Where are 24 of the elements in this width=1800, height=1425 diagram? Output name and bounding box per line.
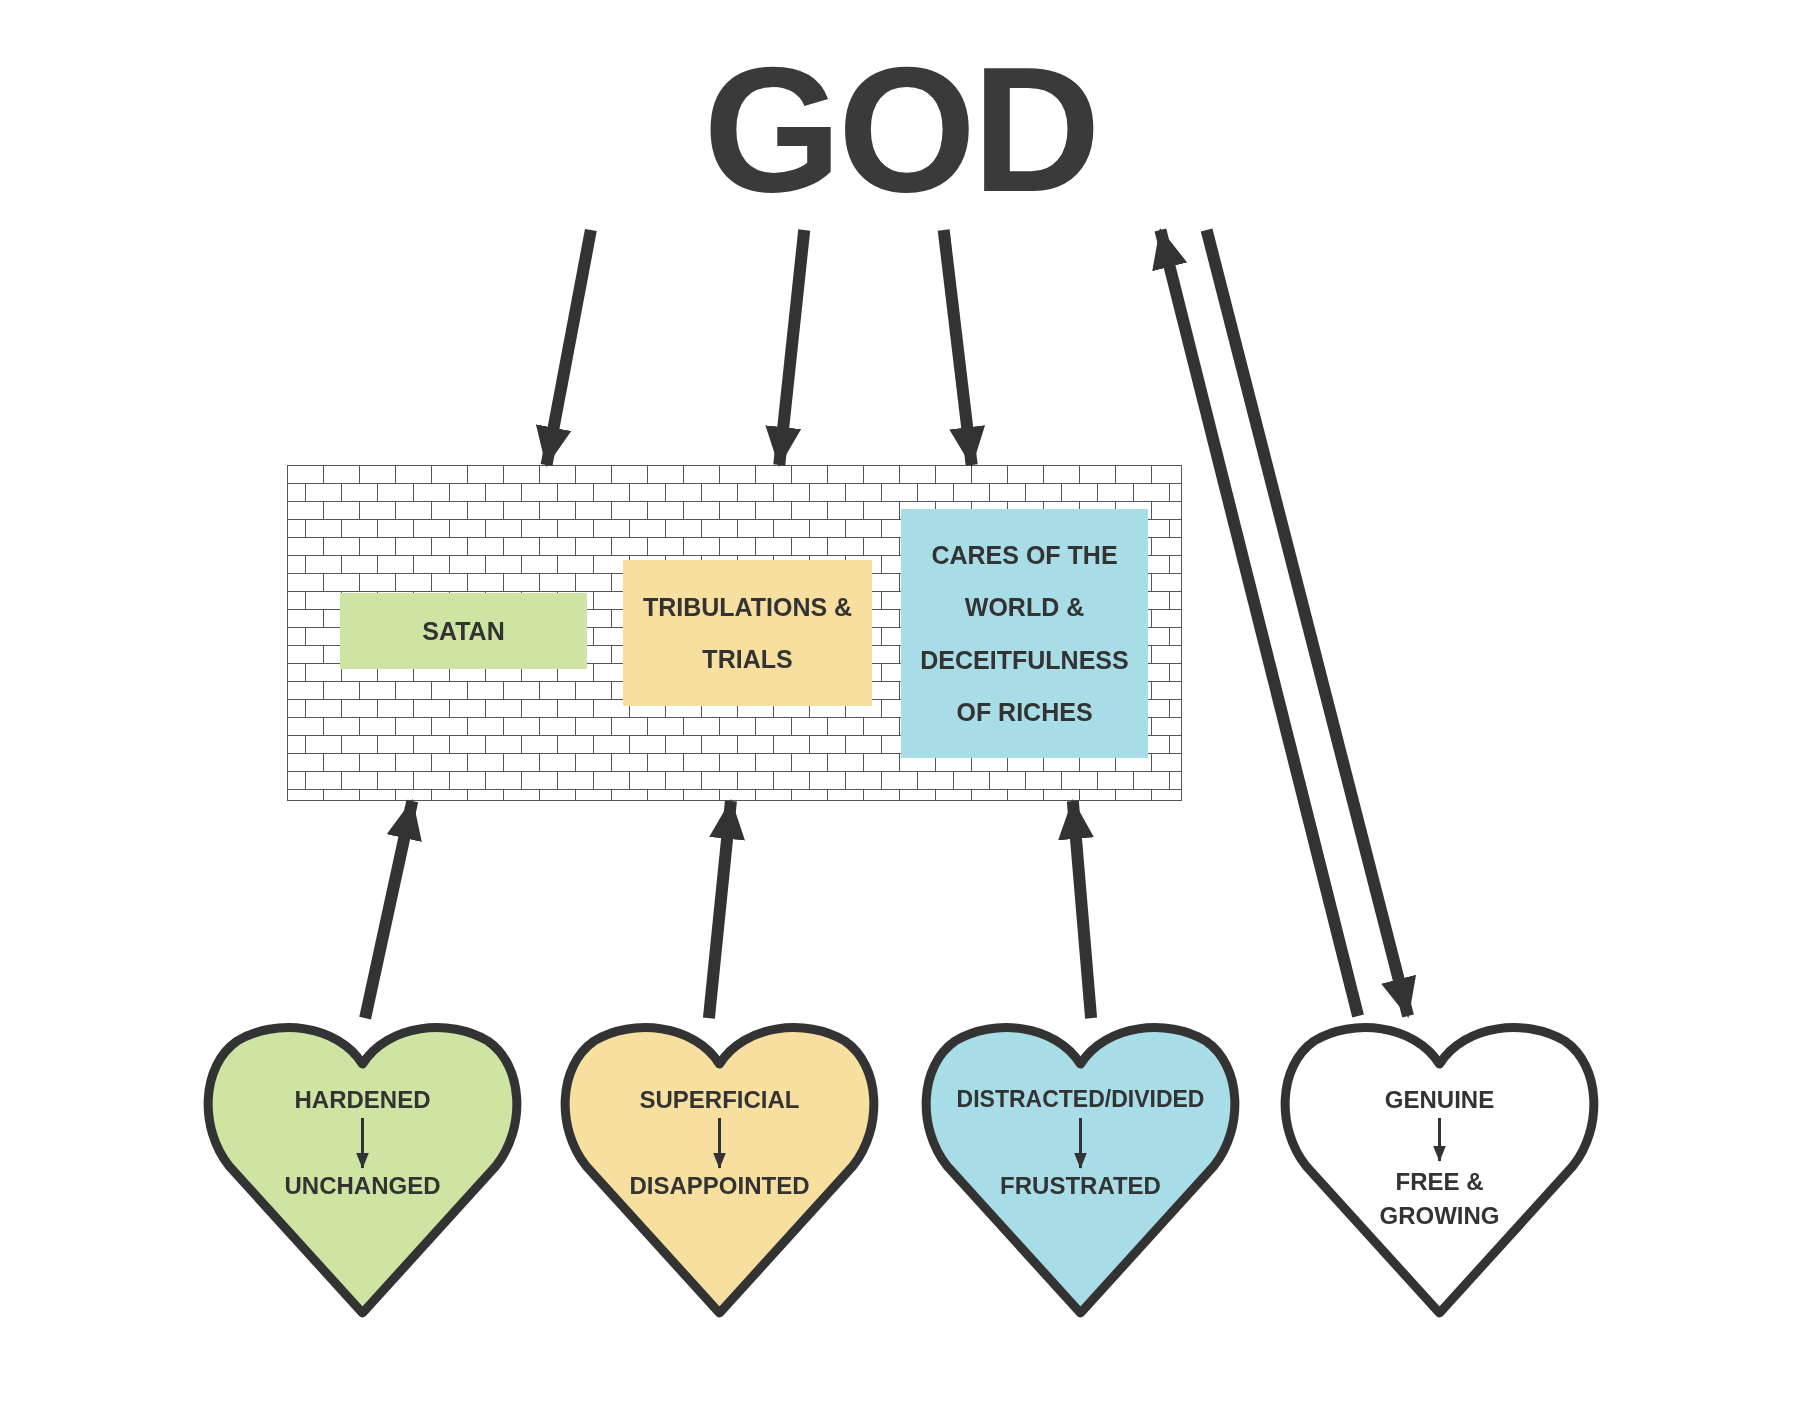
arrow <box>356 1118 369 1169</box>
title-text: GOD <box>480 30 1320 230</box>
label-box: CARES OF THE WORLD & DECEITFULNESS OF RICHES <box>901 509 1148 758</box>
arrow <box>535 228 597 467</box>
arrow <box>1058 799 1098 1019</box>
heart-text: FREE & GROWING <box>1349 1161 1530 1237</box>
arrow <box>937 229 986 467</box>
arrow <box>702 799 745 1019</box>
arrow <box>1200 228 1417 1018</box>
arrow <box>765 229 811 467</box>
heart-text: UNCHANGED <box>212 1168 513 1204</box>
heart-text: FRUSTRATED <box>930 1168 1231 1204</box>
arrow <box>713 1118 726 1169</box>
heart-text: DISTRACTED/DIVIDED <box>925 1082 1236 1118</box>
label-box: TRIBULATIONS & TRIALS <box>623 560 872 706</box>
arrow <box>359 799 422 1020</box>
label-box: SATAN <box>340 593 587 669</box>
arrow <box>1433 1118 1446 1162</box>
heart-text: GENUINE <box>1289 1082 1590 1118</box>
heart-text: HARDENED <box>212 1082 513 1118</box>
heart-text: DISAPPOINTED <box>569 1168 870 1204</box>
arrow <box>1152 228 1364 1018</box>
arrow <box>1074 1118 1087 1169</box>
heart-text: SUPERFICIAL <box>569 1082 870 1118</box>
